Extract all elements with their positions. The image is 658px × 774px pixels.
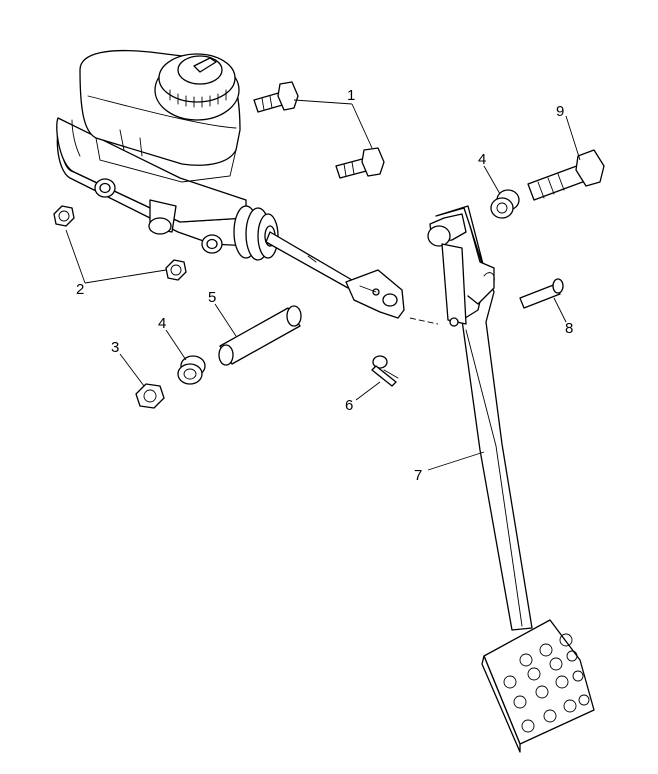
pivot-bolt [527,149,605,201]
callout-6: 6 [345,397,353,414]
nut-right [165,259,187,281]
callout-9: 9 [556,103,564,120]
callout-1: 1 [347,87,355,104]
nut-left [53,205,75,227]
callout-8: 8 [565,320,573,337]
master-cylinder [56,49,405,319]
callout-4-left: 4 [158,315,166,332]
pivot-sleeve [218,305,302,366]
alignment-line [409,317,439,325]
callout-7: 7 [414,467,422,484]
callout-3: 3 [111,339,119,356]
pedal-pad-holes [503,633,590,733]
callout-5: 5 [208,289,216,306]
bushing-left [177,355,206,385]
bolt-lower [335,147,385,179]
bushing-right [490,189,520,219]
clevis-pin [519,278,564,309]
clutch-pedal [427,205,595,753]
callout-2: 2 [76,281,84,298]
bolt-upper [253,81,299,113]
lock-nut [135,383,165,409]
retaining-clip [371,355,399,387]
leader-lines [65,99,581,471]
callout-4-right: 4 [478,151,486,168]
